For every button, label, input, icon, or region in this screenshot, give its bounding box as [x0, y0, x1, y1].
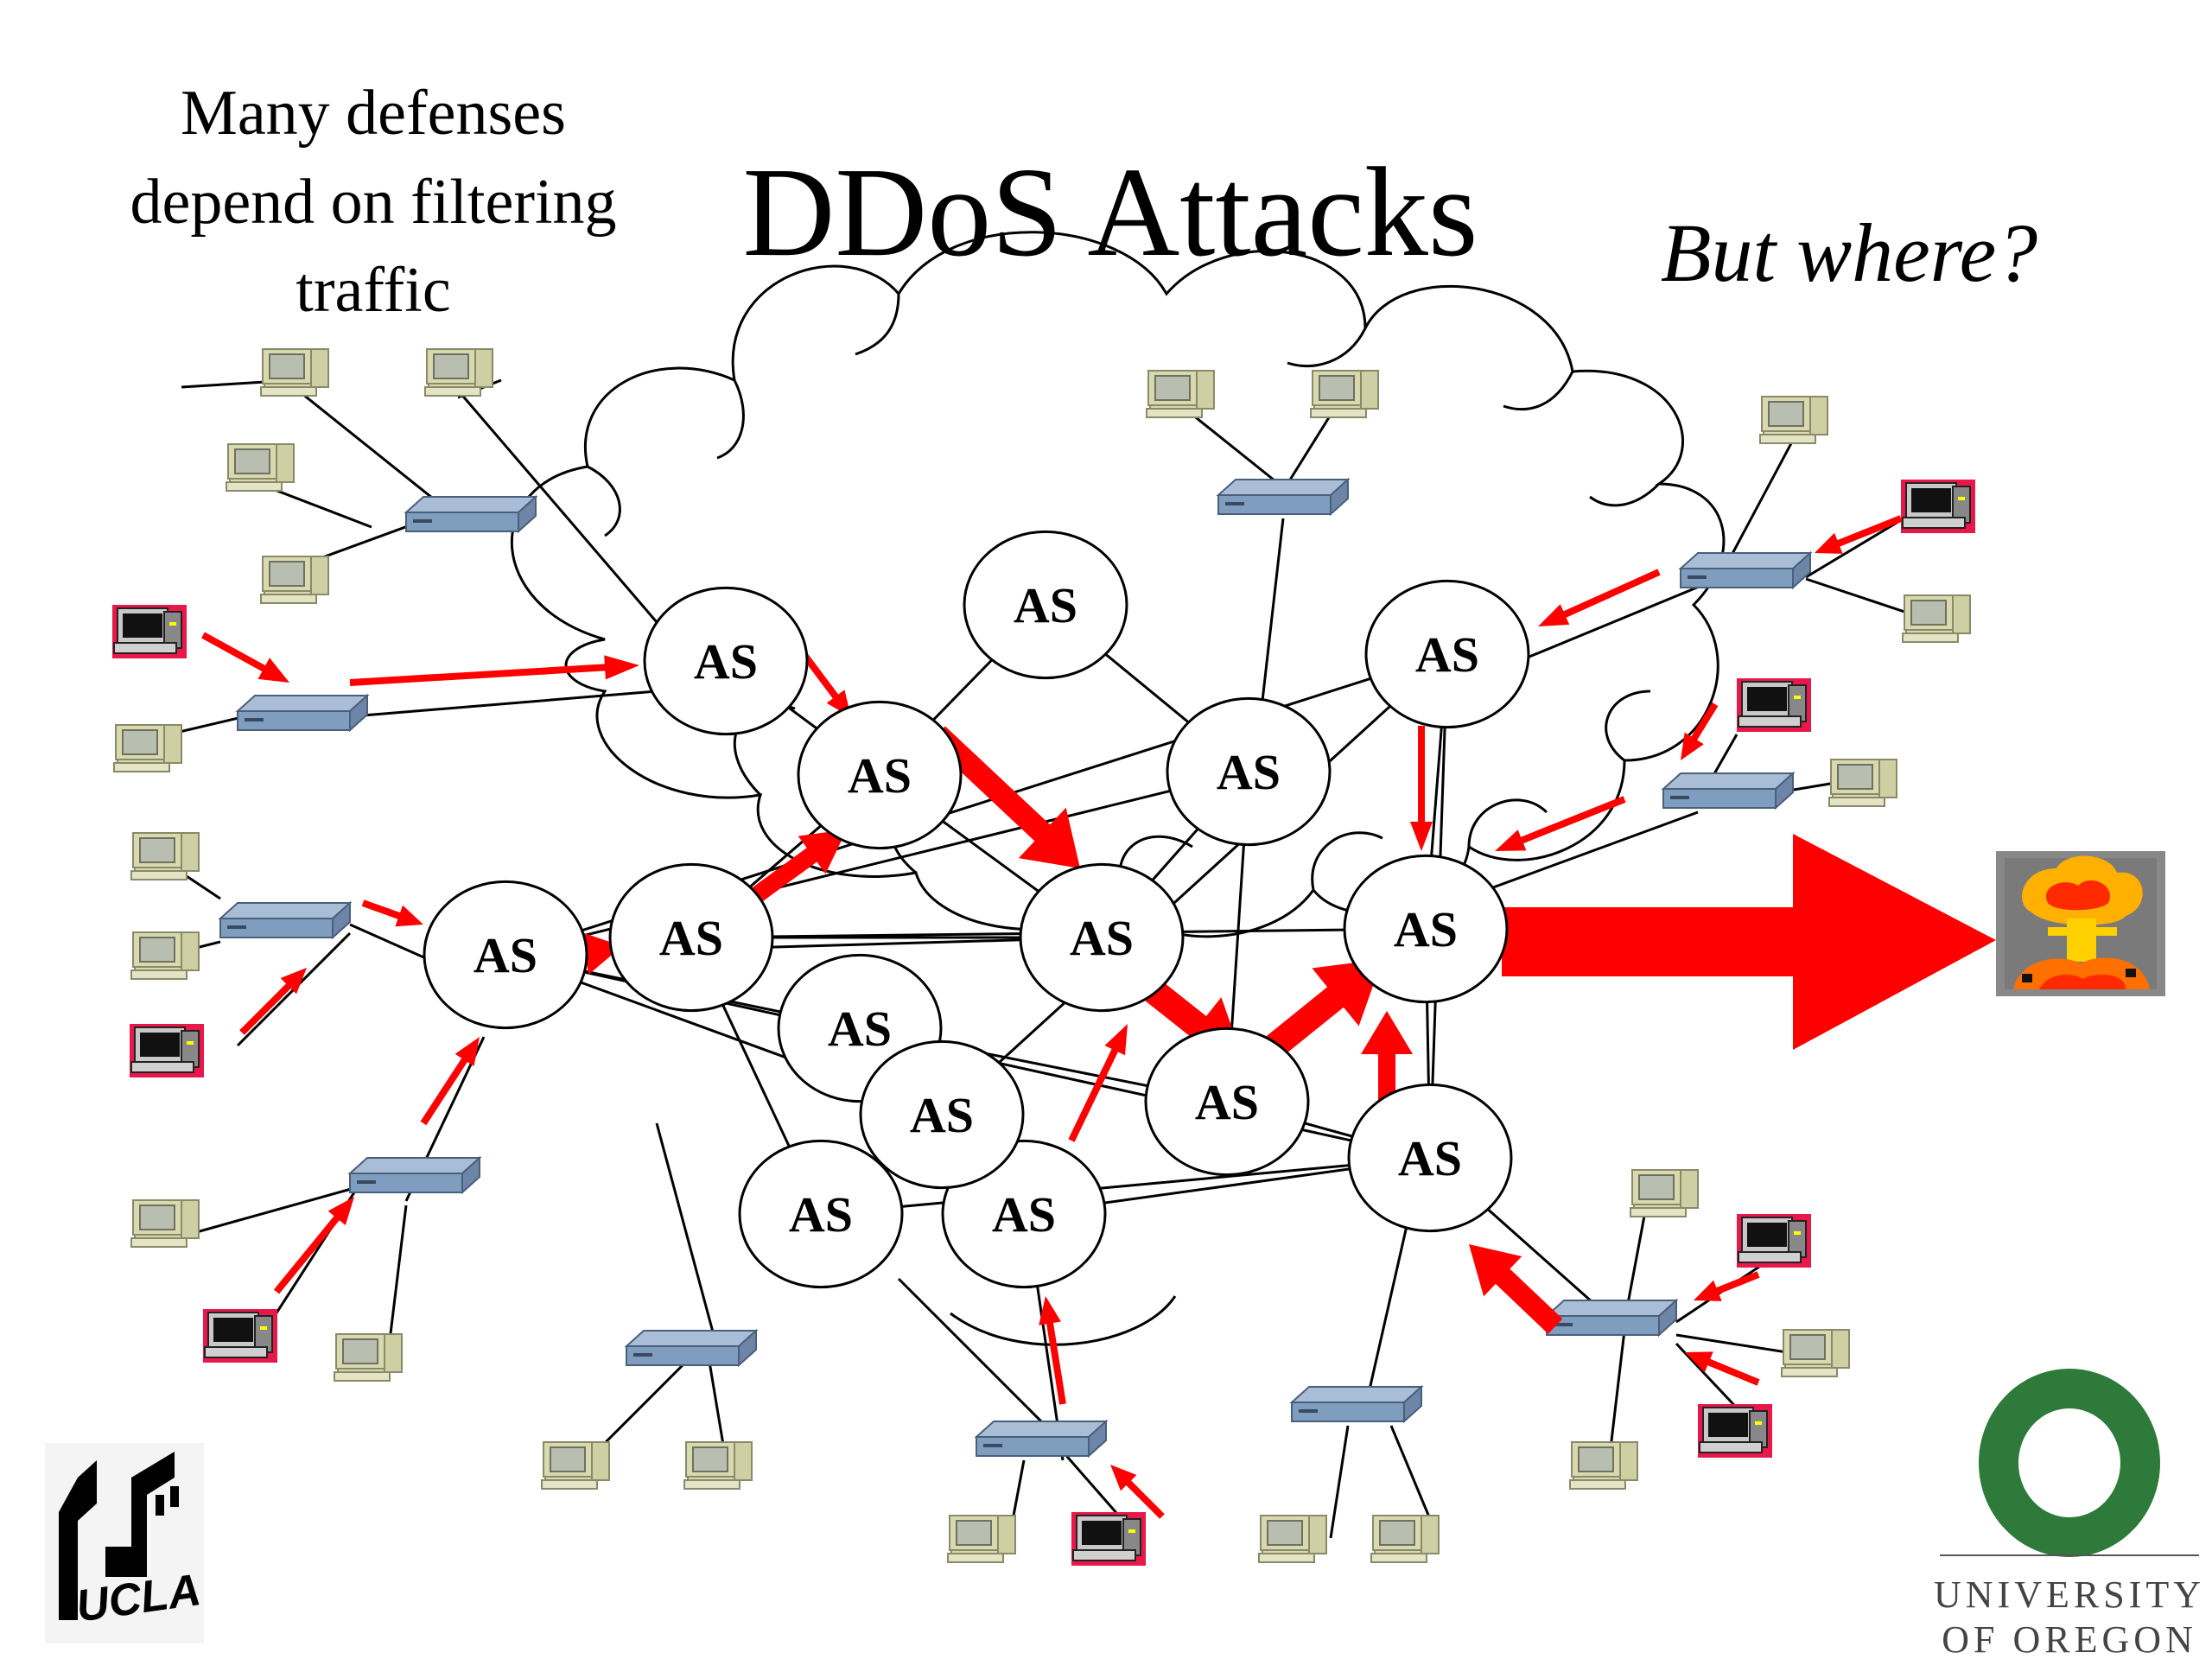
as-node: AS: [1166, 696, 1332, 847]
filtering-note-line-2: depend on filtering: [130, 167, 616, 238]
filtering-note-line-3: traffic: [296, 255, 450, 326]
as-node-label: AS: [848, 747, 912, 804]
as-link: [820, 1156, 1431, 1216]
attack-arrow: [930, 726, 1080, 868]
router-bottom-right: [1291, 1386, 1422, 1422]
attack-arrow: [1110, 1465, 1165, 1519]
as-node: AS: [643, 586, 809, 736]
as-node-label: AS: [1070, 910, 1134, 966]
router-bottom-center: [976, 1421, 1107, 1457]
question-text: But where?: [1661, 207, 2037, 299]
attack-arrow: [1262, 959, 1382, 1060]
filtering-note-line-1: Many defenses: [181, 78, 566, 149]
as-node-circle: [963, 530, 1128, 680]
as-nodes: AS AS AS AS AS AS AS AS AS AS AS AS AS AS AS: [423, 530, 1530, 1289]
attack-arrow: [747, 830, 847, 906]
router-right-middle: [1662, 772, 1794, 809]
router-left-lower: [349, 1157, 480, 1193]
as-node-circle: [1364, 579, 1530, 729]
as-node: AS: [1364, 579, 1530, 729]
as-node-circle: [608, 862, 774, 1013]
attack-arrow: [1815, 515, 1903, 554]
filtering-note: Many defenses depend on filtering traffi…: [130, 78, 616, 326]
as-node-label: AS: [1195, 1074, 1259, 1130]
as-node-label: AS: [1394, 901, 1458, 957]
as-node-label: AS: [789, 1186, 853, 1243]
attack-arrow: [201, 632, 289, 683]
oregon-logo: UNIVERSITY OF OREGON: [1934, 1369, 2205, 1659]
as-node: AS: [608, 862, 774, 1013]
as-node-circle: [1144, 1027, 1310, 1177]
as-node-label: AS: [659, 910, 723, 966]
attack-arrow: [1410, 726, 1433, 851]
as-node-label: AS: [1014, 577, 1077, 633]
router-top-left: [405, 496, 537, 532]
as-node: AS: [1347, 1083, 1513, 1233]
attack-arrow: [420, 1037, 480, 1126]
as-node-circle: [643, 586, 809, 736]
attack-arrow: [1538, 569, 1661, 626]
as-node-label: AS: [694, 633, 758, 690]
router-left-upper: [237, 695, 368, 731]
attack-arrow: [239, 968, 307, 1035]
ucla-logo: UCLA: [45, 1443, 204, 1643]
oregon-logo-line-2: OF OREGON: [1942, 1618, 2197, 1659]
as-node-circle: [1347, 1083, 1513, 1233]
as-node-circle: [738, 1139, 904, 1289]
as-node-label: AS: [474, 927, 537, 983]
attack-arrows: [201, 515, 1996, 1519]
as-node-circle: [1166, 696, 1332, 847]
attack-arrow: [796, 645, 851, 717]
router-bottom-left: [626, 1330, 757, 1366]
as-node: AS: [859, 1039, 1025, 1190]
as-node: AS: [1019, 862, 1185, 1013]
router-left-middle: [219, 902, 351, 938]
as-link: [940, 652, 1449, 1116]
attack-arrow: [1681, 702, 1719, 760]
attack-arrow: [349, 655, 639, 686]
as-node-label: AS: [1415, 626, 1479, 683]
router-lower-right: [1546, 1300, 1677, 1336]
attack-arrow: [1469, 1244, 1563, 1334]
internet-cloud: [510, 231, 1726, 1346]
as-node: AS: [738, 1139, 904, 1289]
as-node: AS: [797, 700, 963, 850]
as-node-circle: [1343, 854, 1509, 1004]
as-node-circle: [423, 880, 588, 1030]
attack-arrow: [1495, 796, 1626, 851]
as-node-label: AS: [992, 1186, 1056, 1243]
attack-arrow: [1039, 1296, 1066, 1405]
as-node-label: AS: [828, 1001, 892, 1057]
router-top-center: [1217, 479, 1349, 515]
router-right-upper: [1680, 552, 1811, 588]
as-node-circle: [797, 700, 963, 850]
slide-title: DDoS Attacks: [743, 142, 1478, 283]
attack-arrow: [1694, 1271, 1760, 1301]
as-node-circle: [859, 1039, 1025, 1190]
as-node-label: AS: [1398, 1130, 1462, 1186]
as-node-label: AS: [910, 1087, 974, 1143]
as-node: AS: [423, 880, 588, 1030]
as-node: AS: [1343, 854, 1509, 1004]
flood-arrow-to-victim: [1502, 834, 1996, 1050]
as-node-circle: [1019, 862, 1185, 1013]
attack-arrow: [1685, 1351, 1760, 1386]
attack-arrow: [273, 1197, 354, 1294]
as-node: AS: [963, 530, 1128, 680]
attack-arrow: [1068, 1024, 1128, 1142]
as-node-label: AS: [1217, 744, 1281, 800]
victim-server: [1996, 851, 2165, 996]
attack-arrow: [361, 899, 423, 927]
oregon-logo-line-1: UNIVERSITY: [1934, 1573, 2205, 1616]
as-node: AS: [1144, 1027, 1310, 1177]
attack-arrow: [1361, 1011, 1413, 1110]
